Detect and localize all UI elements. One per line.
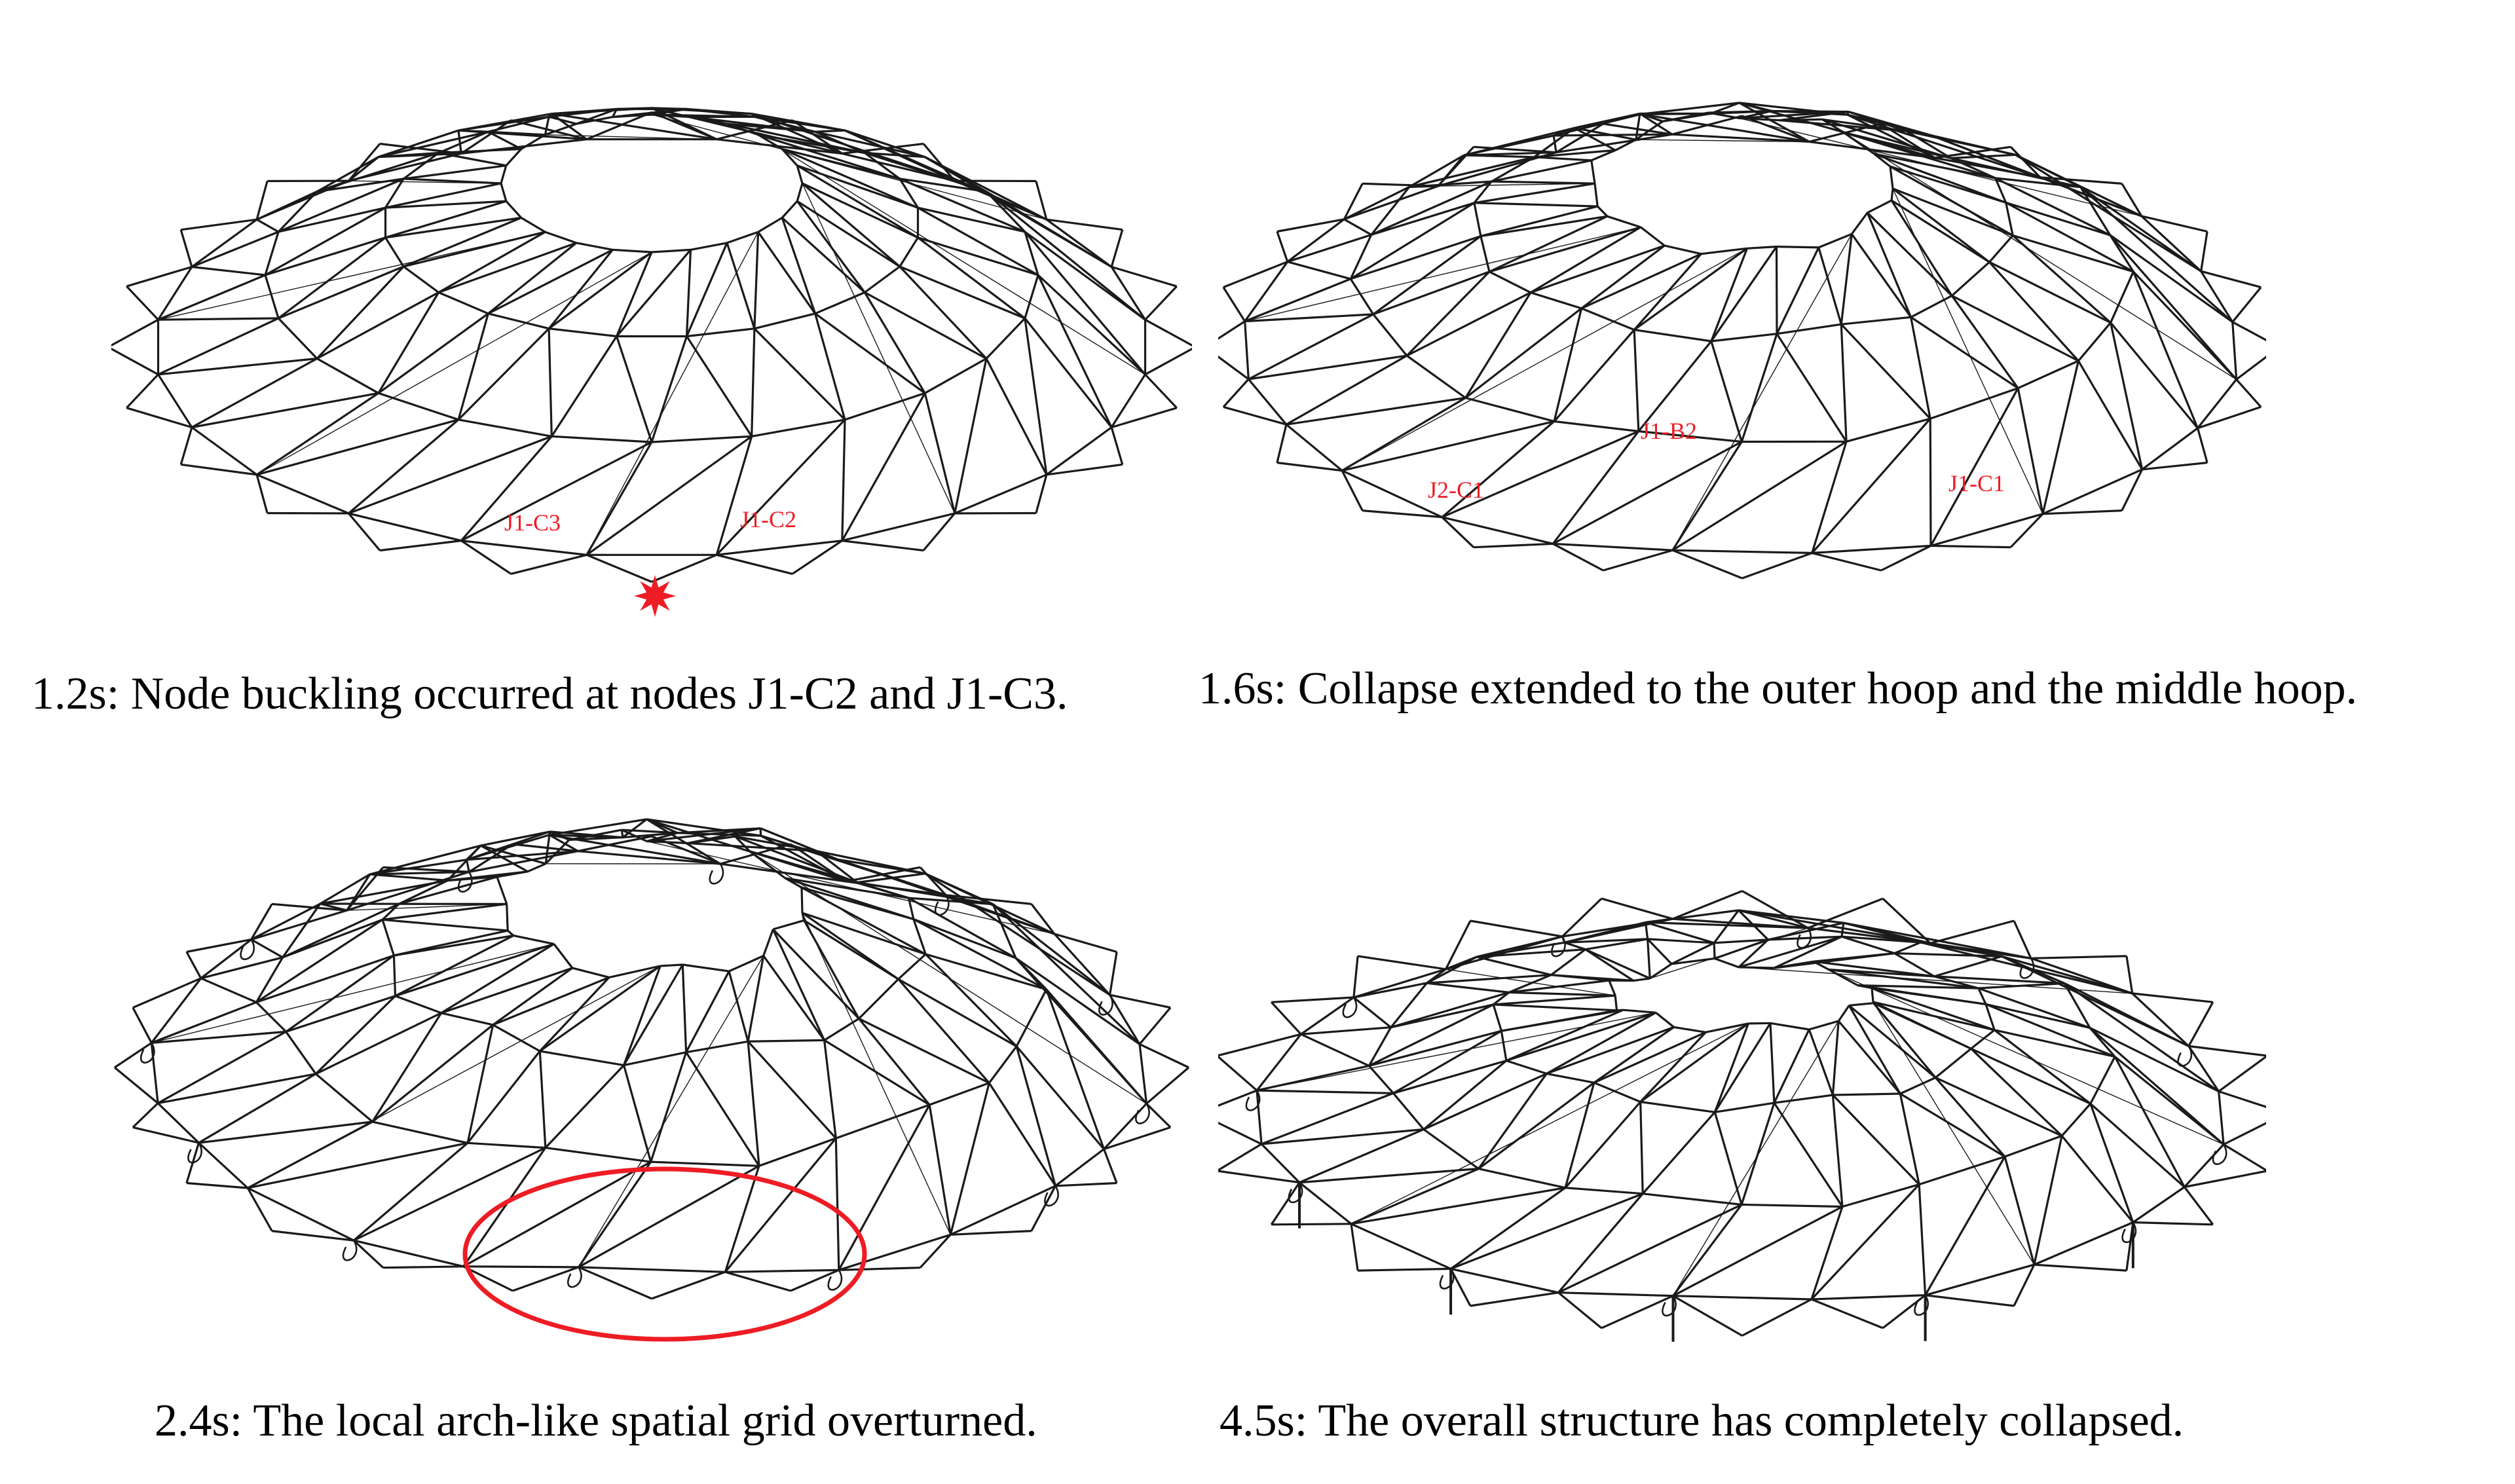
node-label: J1-C2 xyxy=(740,506,796,532)
caption-2-4s: 2.4s: The local arch-like spatial grid o… xyxy=(155,1396,1037,1446)
grid-members xyxy=(1218,890,2266,1342)
overturned-region-highlight xyxy=(462,1166,867,1342)
buckling-annotations: J1-C3 J1-C2 xyxy=(504,506,796,617)
node-label: J2-C1 xyxy=(1428,477,1484,503)
grid-structure-2-4s xyxy=(113,818,1190,1342)
panel-1-2s: J1-C3 J1-C2 xyxy=(111,13,1192,655)
panel-2-4s xyxy=(111,727,1192,1369)
node-label: J1-C3 xyxy=(504,510,561,536)
grid-members xyxy=(1218,102,2266,580)
grid-members xyxy=(113,818,1190,1300)
panel-4-5s xyxy=(1218,707,2266,1375)
buckling-burst-icon xyxy=(634,575,676,617)
node-label: J1-B2 xyxy=(1641,418,1697,444)
caption-1-2s: 1.2s: Node buckling occurred at nodes J1… xyxy=(31,669,1068,719)
caption-4-5s: 4.5s: The overall structure has complete… xyxy=(1220,1396,2184,1446)
grid-structure-4-5s xyxy=(1218,890,2266,1342)
node-label: J1-C1 xyxy=(1948,470,2005,496)
grid-structure-1-2s: J1-C3 J1-C2 xyxy=(111,107,1192,617)
grid-members xyxy=(111,107,1192,583)
caption-1-6s: 1.6s: Collapse extended to the outer hoo… xyxy=(1199,663,2358,714)
